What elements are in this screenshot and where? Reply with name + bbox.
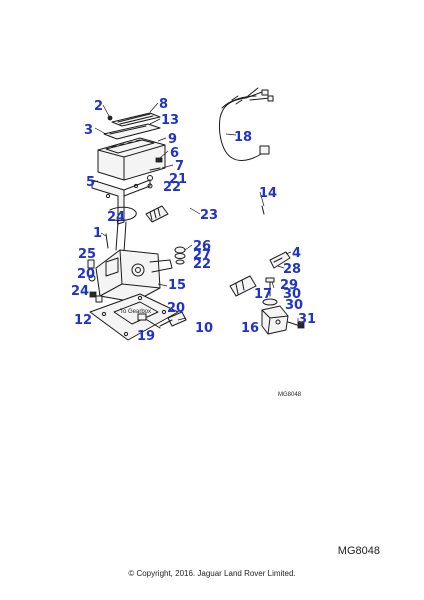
callout-31: 31 [298, 312, 316, 327]
callout-6: 6 [170, 146, 179, 161]
callout-27: 27 [193, 248, 211, 263]
callout-18: 18 [234, 130, 252, 145]
callout-24b: 24 [71, 284, 89, 299]
callout-7: 7 [175, 159, 184, 174]
callout-10: 10 [195, 321, 213, 336]
callout-9: 9 [168, 132, 177, 147]
callout-19: 19 [137, 329, 155, 344]
callout-30: 30 [283, 287, 301, 302]
callouts: 2 8 13 3 9 6 7 21 5 22 18 14 23 24 1 26 … [71, 97, 316, 344]
callout-30b: 30 [285, 298, 303, 313]
linkage-rod [137, 313, 161, 329]
selector-cover [91, 112, 166, 225]
copyright-notice: © Copyright, 2016. Jaguar Land Rover Lim… [128, 569, 296, 578]
callout-3: 3 [84, 123, 93, 138]
selector-mechanism: To Gearbox [87, 206, 186, 341]
callout-16: 16 [241, 321, 259, 336]
leader-lines [91, 102, 299, 324]
callout-14: 14 [259, 186, 277, 201]
callout-24: 24 [107, 210, 125, 225]
callout-8: 8 [159, 97, 168, 112]
callout-28: 28 [283, 262, 301, 277]
callout-20: 20 [77, 267, 95, 282]
callout-23: 23 [200, 208, 218, 223]
callout-12: 12 [74, 313, 92, 328]
callout-29: 29 [280, 278, 298, 293]
callout-25: 25 [78, 247, 96, 262]
selector-cable [145, 197, 294, 327]
callout-1: 1 [93, 226, 102, 241]
cable-clip [269, 251, 291, 269]
callout-22b: 22 [193, 257, 211, 272]
callout-17: 17 [254, 287, 272, 302]
gearbox-bracket [261, 277, 305, 335]
wiring-harness [219, 87, 274, 161]
callout-20b: 20 [167, 301, 185, 316]
plate-label: To Gearbox [120, 309, 151, 315]
figure-code: MG8048 [337, 545, 380, 557]
callout-26: 26 [193, 239, 211, 254]
callout-15: 15 [168, 278, 186, 293]
callout-5: 5 [86, 175, 95, 190]
callout-4: 4 [292, 246, 301, 261]
callout-21: 21 [169, 172, 187, 187]
callout-22: 22 [163, 180, 181, 195]
callout-2: 2 [94, 99, 103, 114]
figure-code-inline: MG8048 [278, 392, 302, 398]
callout-13: 13 [161, 113, 179, 128]
